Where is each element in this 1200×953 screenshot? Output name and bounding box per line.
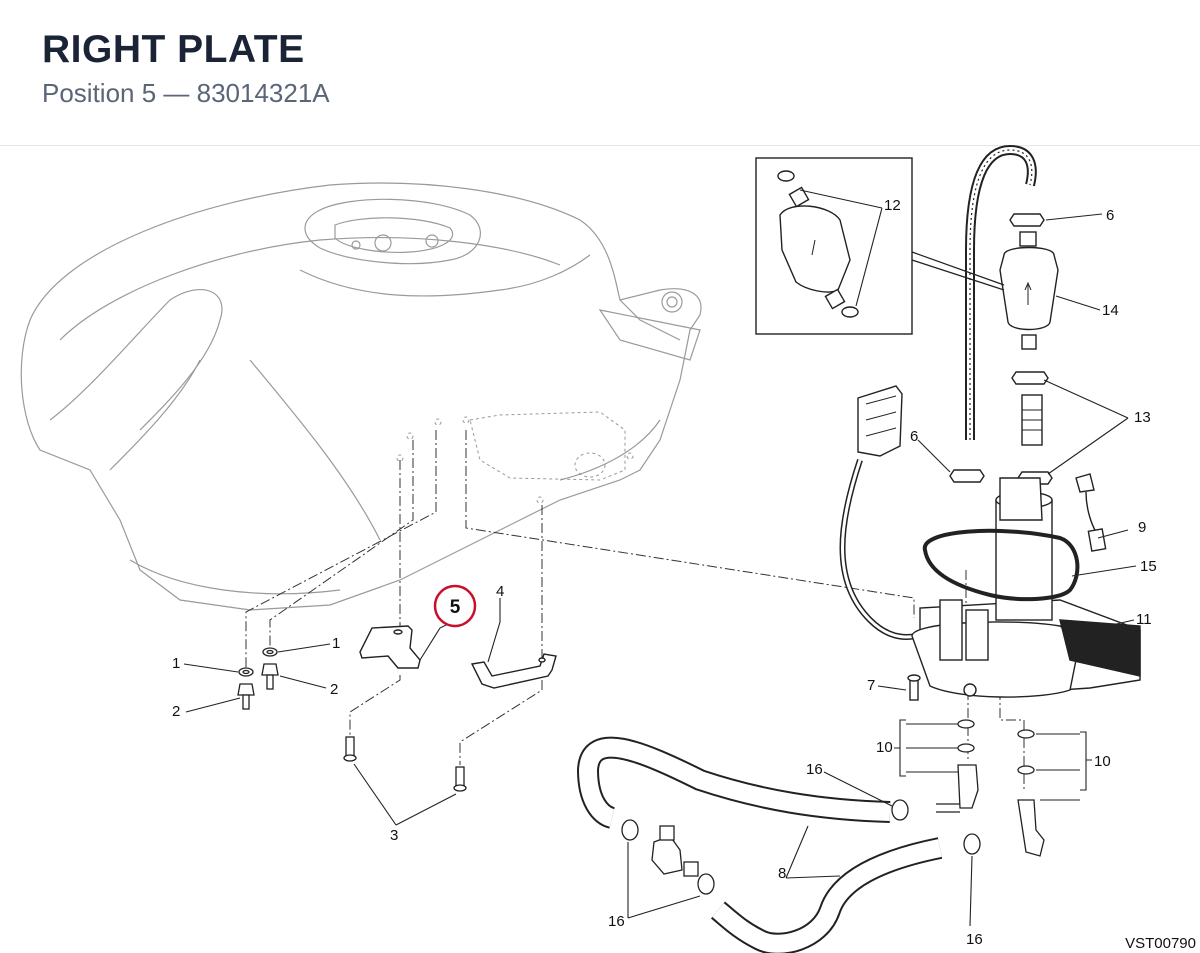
tank-mounting-area xyxy=(396,411,634,504)
callout-16-bottom-right: 16 xyxy=(966,931,983,948)
fuel-tank-outline xyxy=(20,182,702,611)
page-header: RIGHT PLATE Position 5 — 83014321A xyxy=(0,0,1200,146)
fuel-hoses-inner xyxy=(578,738,942,953)
callout-16-top: 16 xyxy=(806,761,823,778)
callout-12: 12 xyxy=(884,197,901,214)
callout-6-top: 6 xyxy=(1106,207,1114,224)
filter-detail-inset xyxy=(755,157,1005,335)
plate-part-4 xyxy=(470,653,557,689)
callout-2-right: 2 xyxy=(330,681,338,698)
page-subtitle: Position 5 — 83014321A xyxy=(42,78,330,108)
right-plate-part-5 xyxy=(359,625,421,669)
callout-2-left: 2 xyxy=(172,703,180,720)
washer-and-screw-left-pair xyxy=(237,647,279,710)
callout-7: 7 xyxy=(867,677,875,694)
callout-10-right: 10 xyxy=(1094,753,1111,770)
callout-1-left: 1 xyxy=(172,655,180,672)
highlight-number: 5 xyxy=(450,597,461,618)
fittings-part-10 xyxy=(936,719,1045,857)
assembly-leader-lines xyxy=(245,430,1025,792)
page-title: RIGHT PLATE xyxy=(42,28,305,71)
fuel-pump-assembly xyxy=(839,144,1141,701)
callout-6-middle: 6 xyxy=(910,428,918,445)
highlight-ring xyxy=(433,584,477,628)
callout-8: 8 xyxy=(778,865,786,882)
callout-leader-lines xyxy=(183,189,1137,927)
hose-clamps-part-16 xyxy=(621,799,981,895)
callout-10-left: 10 xyxy=(876,739,893,756)
callout-4: 4 xyxy=(496,583,504,600)
diagram-reference-code: VST00790 xyxy=(1125,935,1196,952)
callout-3: 3 xyxy=(390,827,398,844)
callout-9: 9 xyxy=(1138,519,1146,536)
callout-14: 14 xyxy=(1102,302,1119,319)
callout-16-bottom-left: 16 xyxy=(608,913,625,930)
callout-1-right: 1 xyxy=(332,635,340,652)
callout-11: 11 xyxy=(1136,611,1152,628)
screws-part-3 xyxy=(343,736,467,792)
callout-13: 13 xyxy=(1134,409,1151,426)
callout-15: 15 xyxy=(1140,558,1157,575)
